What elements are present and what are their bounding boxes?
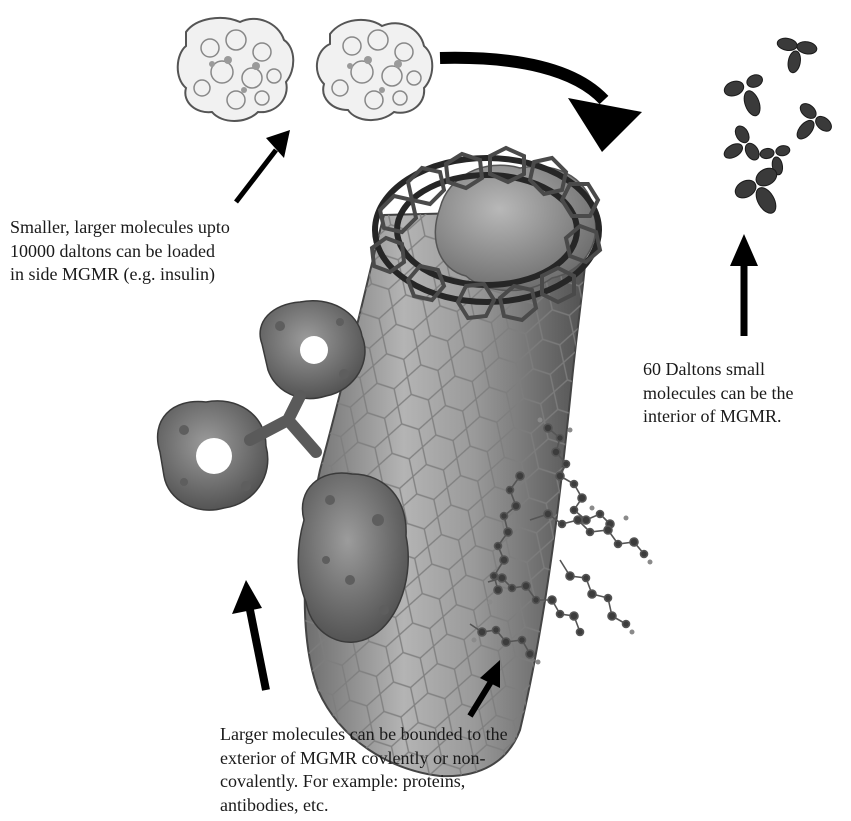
- small-molecules: [715, 37, 834, 224]
- arrow-to-small-molecules: [730, 234, 758, 336]
- insulin-molecule-right: [317, 20, 432, 120]
- caption-interior-small-molecules: 60 Daltons small molecules can be the in…: [643, 358, 843, 429]
- arrow-to-insulin: [236, 130, 290, 202]
- nanotube: [305, 148, 600, 776]
- arrow-to-antibody: [232, 580, 266, 690]
- insulin-molecule-left: [178, 18, 294, 121]
- caption-inside-loading: Smaller, larger molecules upto 10000 dal…: [10, 216, 300, 287]
- caption-exterior-binding: Larger molecules can be bounded to the e…: [220, 723, 600, 817]
- curved-arrow: [440, 58, 642, 152]
